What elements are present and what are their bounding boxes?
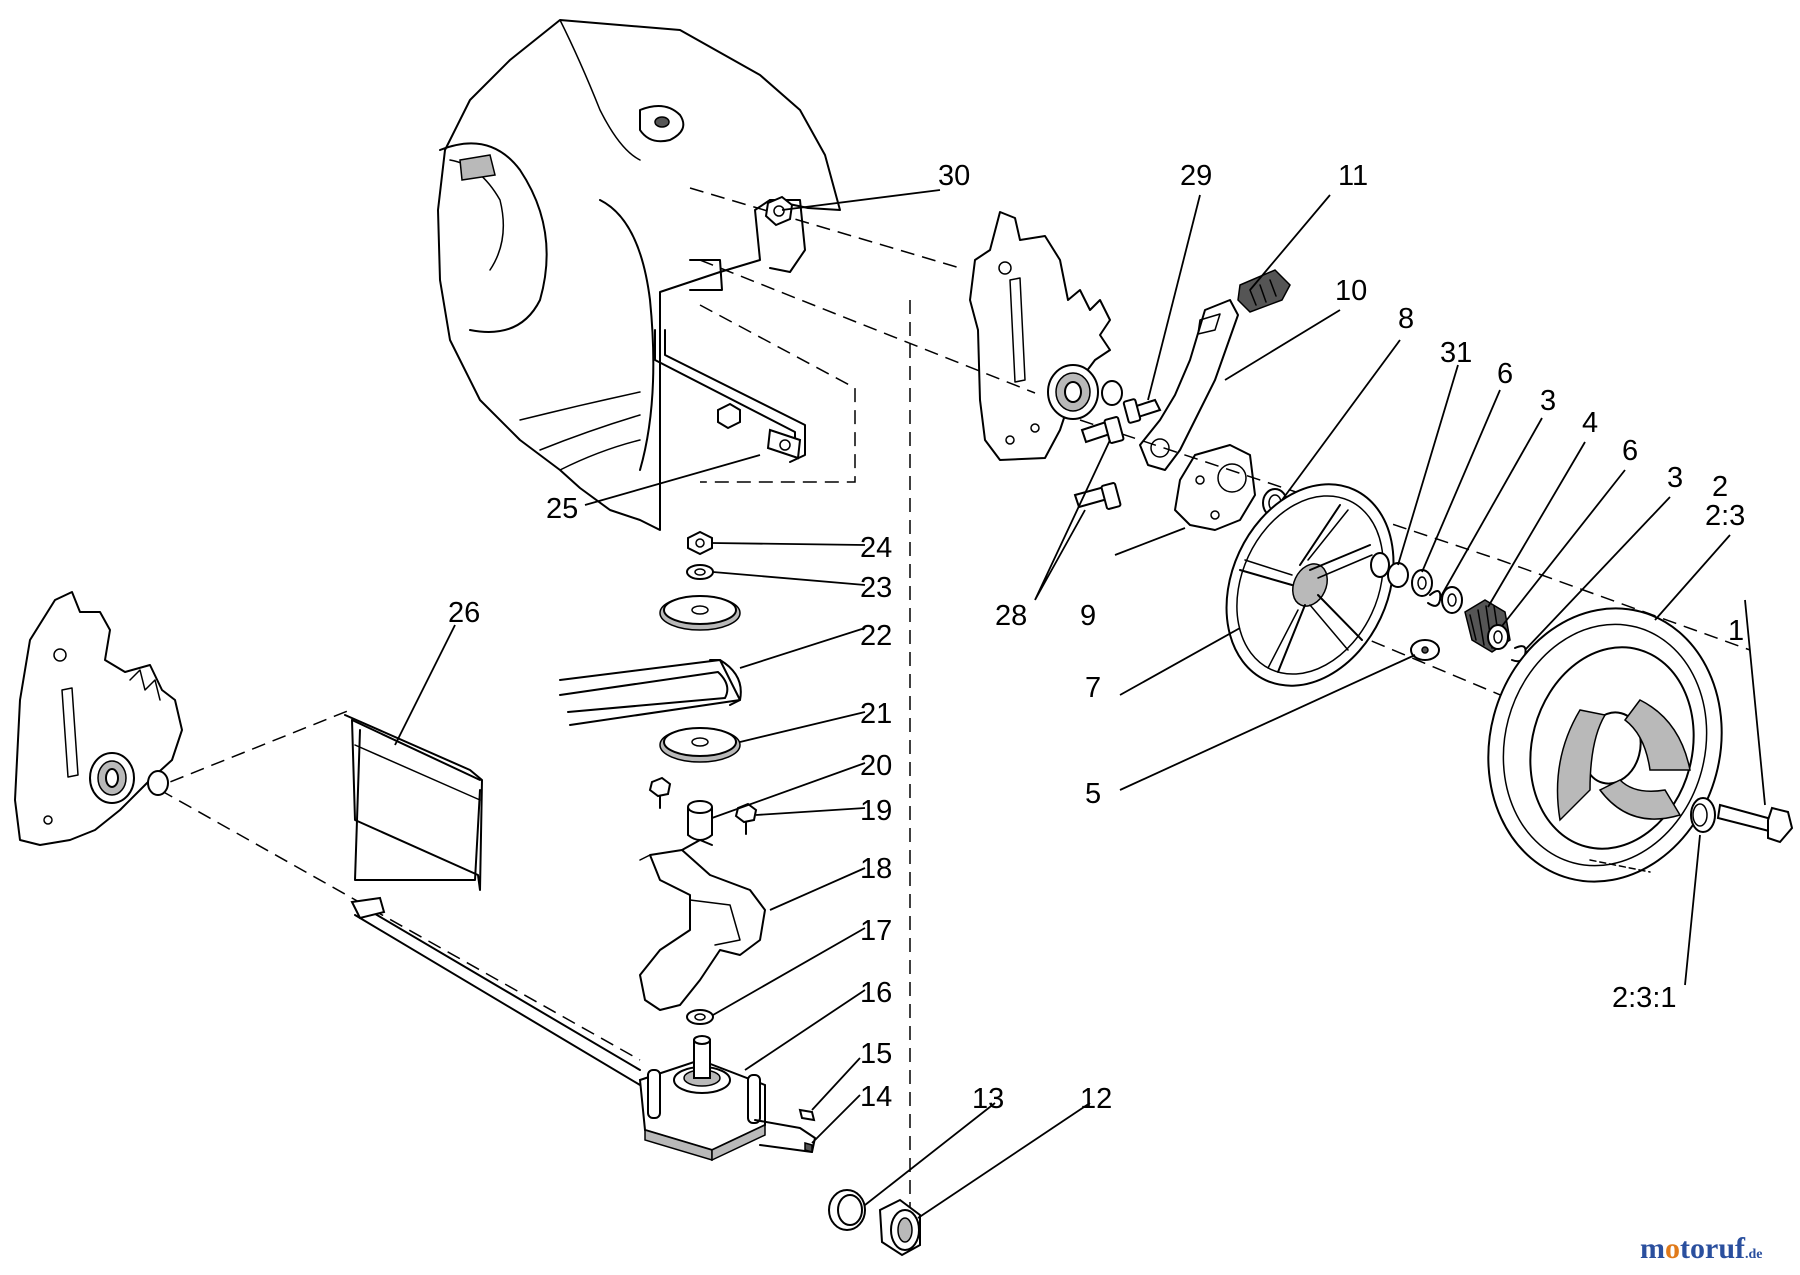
part-26-baffle (344, 714, 483, 891)
callout-24: 24 (860, 532, 892, 564)
leader-lines (394, 189, 1766, 1219)
part-12-gear (878, 1198, 921, 1257)
callout-1: 1 (1728, 615, 1744, 647)
callout-3b: 3 (1667, 462, 1683, 494)
callout-2: 2 (1712, 471, 1728, 503)
callout-25: 25 (546, 493, 578, 525)
part-18-shroud (639, 839, 766, 1011)
part-15-key (798, 1108, 816, 1122)
part-6-washer-a (1411, 569, 1433, 597)
callout-2-3: 2:3 (1705, 500, 1745, 532)
part-24-nut (687, 530, 713, 556)
left-plate-bushing (89, 752, 169, 804)
part-21-pulley (659, 727, 741, 763)
part-3-clip-a (1427, 590, 1442, 607)
part-16-transmission (638, 1035, 816, 1162)
right-height-plate (969, 211, 1111, 461)
drive-axle (350, 896, 641, 1086)
part-3-ring-a (1441, 586, 1463, 614)
callout-labels: 30 29 11 10 8 31 6 3 4 6 3 2 2:3 1 2:3:1… (448, 160, 1745, 1115)
part-1-bolt (1716, 803, 1794, 844)
part-29-bolt (1122, 398, 1162, 424)
callout-2-3-1: 2:3:1 (1612, 982, 1677, 1014)
part-22-belt (559, 659, 742, 726)
callout-3a: 3 (1540, 385, 1556, 417)
part-31-washer (1387, 562, 1409, 588)
callout-22: 22 (860, 620, 892, 652)
callout-16: 16 (860, 977, 892, 1009)
callout-19: 19 (860, 795, 892, 827)
watermark-brand: motoruf.de (1640, 1232, 1763, 1265)
part-25-rod (654, 329, 806, 463)
part-20-spacer (687, 800, 713, 841)
part-7-drive-hub (1225, 483, 1395, 687)
callout-15: 15 (860, 1038, 892, 1070)
part-30-nut (764, 195, 794, 227)
part-11-knob (1237, 269, 1291, 313)
callout-6a: 6 (1497, 358, 1513, 390)
washer-stack (1387, 562, 1463, 614)
callout-7: 7 (1085, 672, 1101, 704)
part-22-pulley (659, 595, 741, 631)
callout-9: 9 (1080, 600, 1096, 632)
part-9-bracket (1174, 444, 1256, 531)
part-6-washer-b (1487, 624, 1509, 650)
callout-12: 12 (1080, 1083, 1112, 1115)
callout-26: 26 (448, 597, 480, 629)
callout-23: 23 (860, 572, 892, 604)
part-2-wheel (1487, 607, 1723, 883)
part-2-3-1-bushing (1690, 797, 1716, 833)
callout-31: 31 (1440, 337, 1472, 369)
part-10-lever (1139, 299, 1239, 471)
callout-6b: 6 (1622, 435, 1638, 467)
callout-30: 30 (938, 160, 970, 192)
part-13-bushing (828, 1189, 866, 1231)
part-28-bolts (1073, 416, 1125, 510)
deck-housing (437, 19, 841, 531)
watermark-logo: motoruf.de (1640, 1232, 1763, 1265)
callout-20: 20 (860, 750, 892, 782)
right-plate-bushing (1047, 364, 1123, 420)
callout-8: 8 (1398, 303, 1414, 335)
callout-13: 13 (972, 1083, 1004, 1115)
callout-11: 11 (1338, 160, 1368, 192)
left-height-plate (14, 591, 183, 846)
part-14-pin (804, 1142, 813, 1153)
callout-21: 21 (860, 698, 892, 730)
callout-14: 14 (860, 1081, 892, 1113)
washer-stack-b (1487, 624, 1527, 663)
callout-17: 17 (860, 915, 892, 947)
callout-28: 28 (995, 600, 1027, 632)
callout-5: 5 (1085, 778, 1101, 810)
callout-29: 29 (1180, 160, 1212, 192)
callout-10: 10 (1335, 275, 1367, 307)
callout-4: 4 (1582, 407, 1598, 439)
callout-18: 18 (860, 853, 892, 885)
part-17-washer (686, 1009, 714, 1025)
part-23-washer (686, 564, 714, 580)
part-5-washer (1410, 639, 1440, 661)
